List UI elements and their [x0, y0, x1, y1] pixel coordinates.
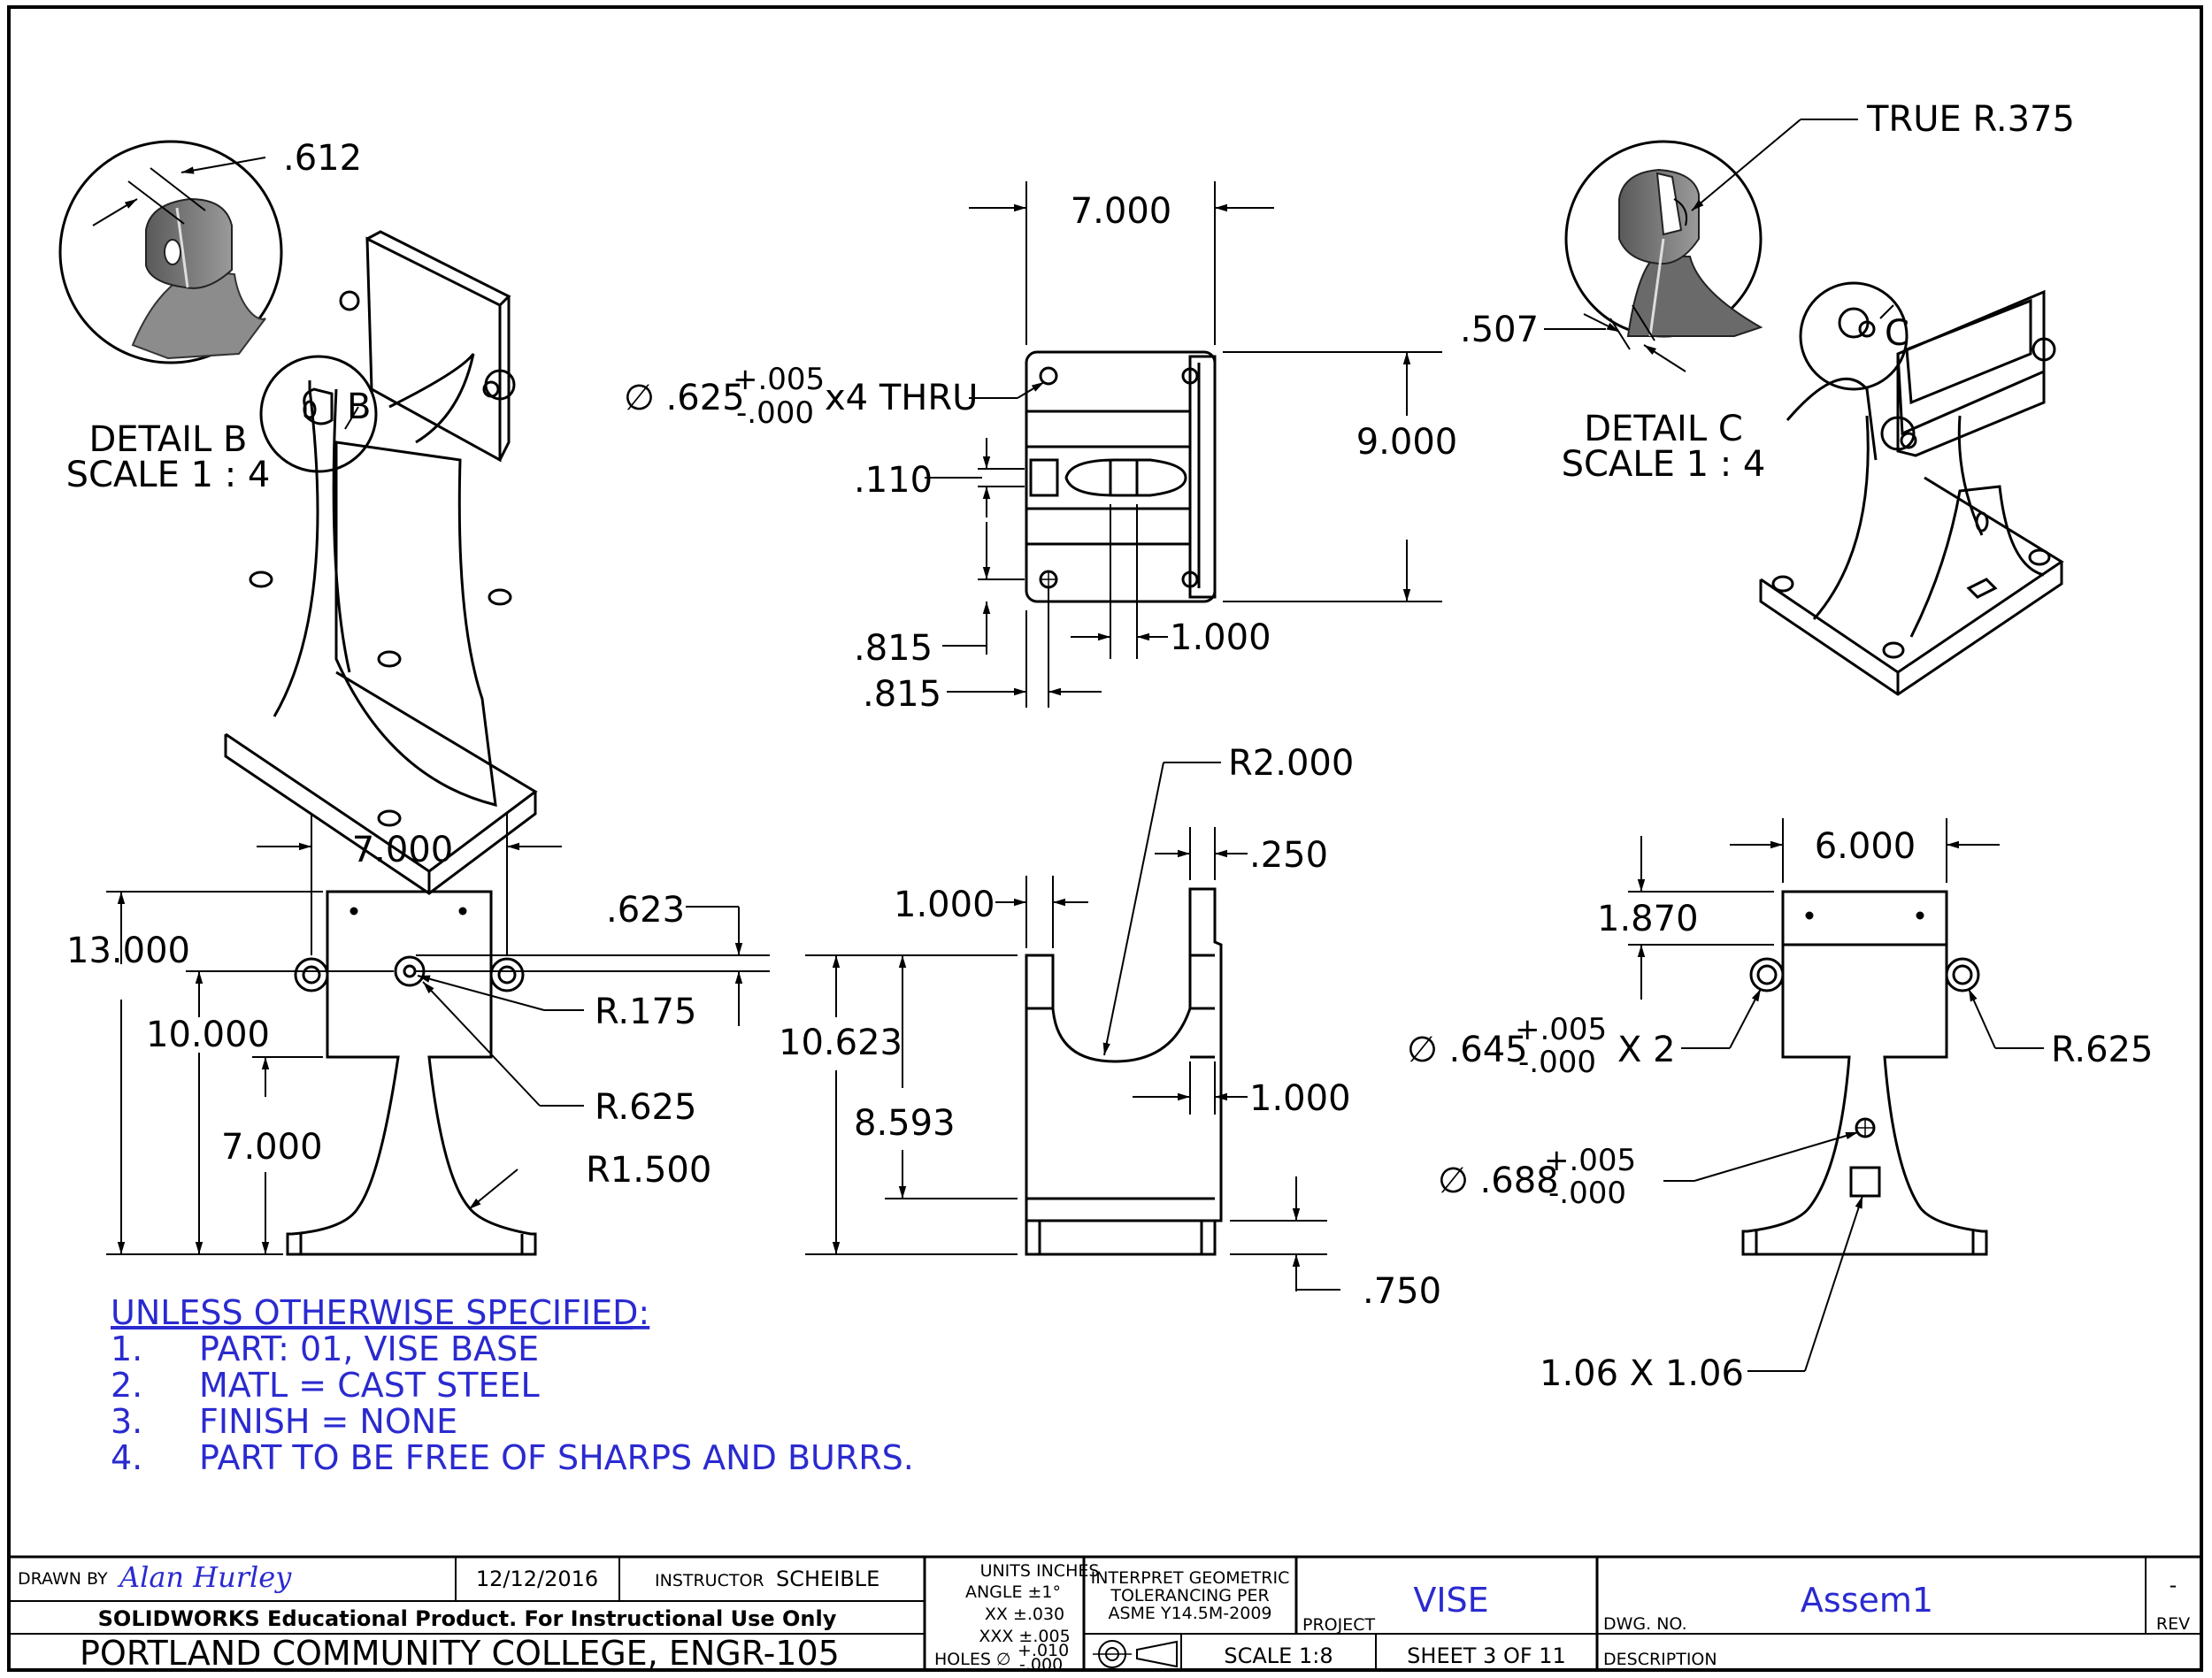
side-view-dim-1000-top: 1.000 — [894, 885, 995, 925]
detail-c-true-radius: TRUE R.375 — [1866, 99, 2075, 140]
project-label: PROJECT — [1302, 1615, 1375, 1635]
side-view-r2000: R2.000 — [1228, 743, 1354, 784]
detail-b-callout: B — [347, 387, 371, 427]
holes-tolerance-minus: -.000 — [1019, 1655, 1063, 1674]
holes-tolerance: HOLES ∅ — [934, 1650, 1010, 1669]
detail-b-callout-circle — [259, 355, 378, 473]
dwg-no-label: DWG. NO. — [1603, 1614, 1687, 1634]
back-view-hole-tol-plus: +.005 — [1515, 1012, 1607, 1047]
front-view-dim-623: .623 — [606, 890, 685, 931]
sheet-border — [7, 5, 2203, 1672]
front-view-width: 7.000 — [352, 830, 454, 870]
side-view-height-8593: 8.593 — [854, 1103, 956, 1144]
note-2-number: 2. — [111, 1366, 142, 1405]
sheet-number: SHEET 3 OF 11 — [1407, 1644, 1566, 1668]
back-view-hole-suffix: X 2 — [1617, 1030, 1676, 1070]
back-view-hole2-tol-minus: -.000 — [1548, 1176, 1626, 1211]
back-view-dim-1870: 1.870 — [1597, 899, 1699, 939]
detail-c-callout: C — [1885, 313, 1909, 354]
xxx-tolerance: XXX ±.005 — [979, 1627, 1070, 1646]
drawn-by-label: DRAWN BY — [18, 1569, 108, 1589]
drawn-date: 12/12/2016 — [476, 1567, 598, 1591]
front-view-height-10: 10.000 — [146, 1015, 270, 1055]
dwg-no-value: Assem1 — [1801, 1581, 1933, 1620]
front-view-r1500: R1.500 — [586, 1150, 711, 1191]
back-view-r625: R.625 — [2051, 1030, 2153, 1070]
front-view-r175: R.175 — [595, 992, 696, 1032]
drawn-by-name: Alan Hurley — [117, 1560, 292, 1594]
project-name: VISE — [1413, 1581, 1488, 1620]
gdt-note-1: INTERPRET GEOMETRIC — [1091, 1568, 1290, 1588]
front-view-r625: R.625 — [595, 1087, 696, 1128]
top-view-width: 7.000 — [1071, 191, 1172, 232]
gdt-note-3: ASME Y14.5M-2009 — [1108, 1604, 1271, 1623]
note-1-text: PART: 01, VISE BASE — [199, 1329, 539, 1368]
note-3-number: 3. — [111, 1402, 142, 1441]
rev-value: - — [2170, 1573, 2177, 1598]
side-view-dim-250: .250 — [1249, 835, 1328, 876]
detail-b-view — [58, 140, 538, 895]
top-view-hole-tol-plus: +.005 — [733, 362, 825, 397]
side-view — [805, 762, 1340, 1291]
back-view-hole2-callout: ∅ .688 — [1438, 1161, 1559, 1201]
back-view — [1628, 818, 2044, 1372]
note-4-text: PART TO BE FREE OF SHARPS AND BURRS. — [199, 1438, 914, 1477]
note-1-number: 1. — [111, 1329, 142, 1368]
front-view — [106, 814, 770, 1256]
units: UNITS INCHES — [980, 1561, 1100, 1581]
front-view-overall-height: 13.000 — [66, 931, 190, 971]
side-view-height-10623: 10.623 — [779, 1023, 902, 1063]
detail-c-view — [1544, 119, 2064, 696]
detail-c-label: DETAIL C — [1584, 409, 1743, 449]
back-view-width: 6.000 — [1815, 826, 1916, 867]
top-view-edge-2: .815 — [863, 674, 941, 715]
back-view-hole2-tol-plus: +.005 — [1544, 1143, 1636, 1178]
back-view-hole-callout: ∅ .645 — [1407, 1030, 1528, 1070]
top-view-height: 9.000 — [1356, 422, 1458, 463]
drawing-scale: SCALE 1:8 — [1224, 1644, 1333, 1668]
side-view-dim-1000-right: 1.000 — [1249, 1078, 1351, 1119]
instructor-label: INSTRUCTOR — [655, 1571, 764, 1590]
top-view-hole-callout: ∅ .625 — [624, 378, 745, 418]
note-2-text: MATL = CAST STEEL — [199, 1366, 540, 1405]
angle-tolerance: ANGLE ±1° — [965, 1582, 1061, 1602]
notes-heading: UNLESS OTHERWISE SPECIFIED: — [111, 1293, 649, 1332]
detail-c-callout-circle — [1799, 281, 1909, 391]
top-view-edge-1: .815 — [854, 628, 933, 669]
top-view-hole-suffix: x4 THRU — [825, 378, 978, 418]
general-notes: UNLESS OTHERWISE SPECIFIED: 1. PART: 01,… — [111, 1293, 914, 1477]
rev-label: REV — [2156, 1614, 2190, 1634]
detail-b-dim-612: .612 — [283, 138, 362, 179]
top-view-slot: .110 — [854, 460, 933, 501]
educational-notice: SOLIDWORKS Educational Product. For Inst… — [98, 1606, 837, 1631]
detail-c-dim-507: .507 — [1460, 310, 1539, 350]
instructor-name: SCHEIBLE — [776, 1567, 879, 1591]
school-name: PORTLAND COMMUNITY COLLEGE, ENGR-105 — [80, 1634, 840, 1673]
top-view — [925, 181, 1442, 708]
gdt-note-2: TOLERANCING PER — [1110, 1586, 1269, 1605]
title-block — [9, 1555, 2201, 1670]
top-view-hole-tol-minus: -.000 — [736, 395, 814, 431]
note-3-text: FINISH = NONE — [199, 1402, 457, 1441]
front-view-height-7: 7.000 — [221, 1127, 323, 1168]
detail-c-scale: SCALE 1 : 4 — [1562, 444, 1766, 485]
detail-b-label: DETAIL B — [88, 419, 247, 460]
xx-tolerance: XX ±.030 — [985, 1605, 1064, 1624]
back-view-hole-tol-minus: -.000 — [1518, 1045, 1596, 1080]
detail-b-scale: SCALE 1 : 4 — [66, 455, 271, 495]
holes-tolerance-plus: +.010 — [1018, 1641, 1069, 1660]
description-label: DESCRIPTION — [1603, 1650, 1717, 1669]
side-view-dim-750: .750 — [1363, 1271, 1441, 1312]
back-view-square: 1.06 X 1.06 — [1540, 1353, 1744, 1394]
note-4-number: 4. — [111, 1438, 142, 1477]
top-view-slot-width: 1.000 — [1170, 617, 1271, 658]
